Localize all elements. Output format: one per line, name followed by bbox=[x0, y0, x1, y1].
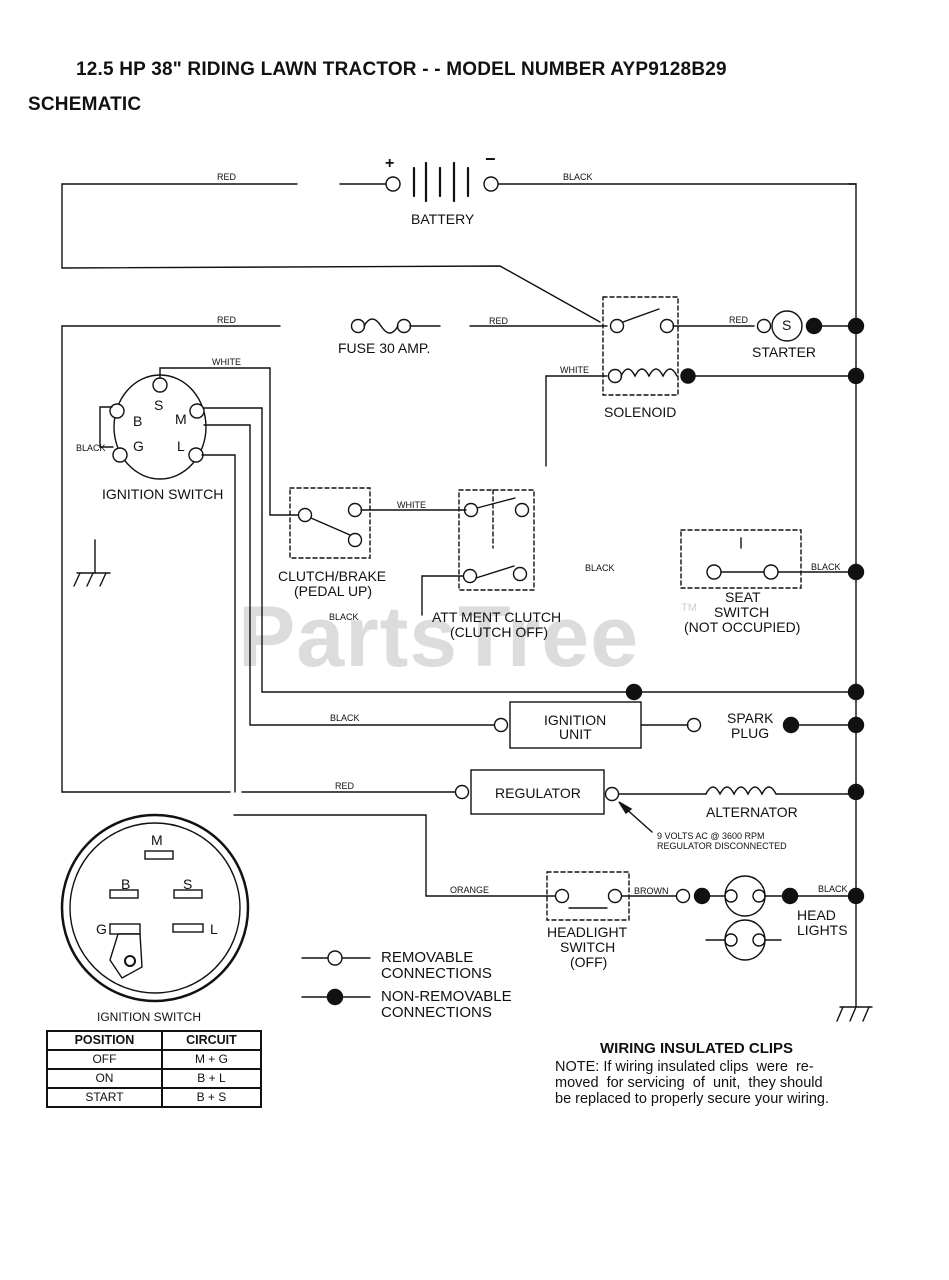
alternator-label: ALTERNATOR bbox=[706, 804, 798, 820]
solenoid-box bbox=[602, 296, 679, 396]
legend-non-removable-2: CONNECTIONS bbox=[381, 1004, 492, 1021]
wire-label-black-ground: BLACK bbox=[76, 443, 106, 453]
table-cell: M + G bbox=[160, 1049, 263, 1070]
wire-label-black-seat: BLACK bbox=[811, 562, 841, 572]
wire-label-white-switch: WHITE bbox=[212, 357, 241, 367]
head-lights-label-2: LIGHTS bbox=[797, 922, 848, 938]
clutch-brake-label-1: CLUTCH/BRAKE bbox=[278, 568, 387, 584]
wire-label-red-regulator: RED bbox=[335, 781, 355, 791]
spark-plug-label-2: PLUG bbox=[731, 725, 770, 741]
ignition-switch-label: IGNITION SWITCH bbox=[102, 486, 224, 502]
detail-terminal-b: B bbox=[121, 876, 131, 892]
fuse-label: FUSE 30 AMP. bbox=[338, 340, 431, 356]
legend-removable-2: CONNECTIONS bbox=[381, 965, 492, 982]
table-row: ON B + L bbox=[46, 1068, 263, 1089]
starter-label: STARTER bbox=[752, 344, 817, 360]
regulator-label: REGULATOR bbox=[495, 785, 581, 801]
ignition-terminal-g: G bbox=[133, 438, 144, 454]
table-cell: START bbox=[46, 1087, 163, 1108]
note-line-3: be replaced to properly secure your wiri… bbox=[555, 1091, 830, 1107]
alternator-note-1: 9 VOLTS AC @ 3600 RPM bbox=[657, 831, 765, 841]
wire-label-orange: ORANGE bbox=[450, 885, 490, 895]
diagram-title: 12.5 HP 38" RIDING LAWN TRACTOR - - MODE… bbox=[76, 59, 727, 80]
diagram-subtitle: SCHEMATIC bbox=[28, 94, 142, 115]
attachment-clutch-label-2: (CLUTCH OFF) bbox=[450, 624, 548, 640]
table-cell: OFF bbox=[46, 1049, 163, 1070]
ignition-terminal-l: L bbox=[177, 438, 185, 454]
ignition-unit-label-1: IGNITION bbox=[544, 712, 607, 728]
watermark: PartsTree bbox=[238, 589, 640, 685]
legend-removable-1: REMOVABLE bbox=[381, 949, 474, 966]
wire-label-red-battery: RED bbox=[217, 172, 237, 182]
position-table: POSITION CIRCUIT OFF M + G ON B + L STAR… bbox=[46, 1030, 263, 1108]
seat-switch-box bbox=[680, 529, 802, 589]
headlight-switch-label-2: SWITCH bbox=[560, 939, 616, 955]
attachment-clutch-label-1: ATT MENT CLUTCH bbox=[432, 609, 562, 625]
ignition-terminal-m: M bbox=[175, 411, 187, 427]
ignition-switch-detail bbox=[60, 813, 250, 1003]
detail-terminal-s: S bbox=[183, 876, 193, 892]
battery-symbol bbox=[385, 161, 499, 203]
detail-terminal-l: L bbox=[210, 921, 218, 937]
note-line-2: moved for servicing of unit, they should bbox=[555, 1075, 823, 1091]
note-line-1: NOTE: If wiring insulated clips were re- bbox=[555, 1059, 814, 1075]
headlight-lower bbox=[724, 919, 766, 961]
clutch-brake-box bbox=[289, 487, 371, 559]
ignition-unit-label-2: UNIT bbox=[559, 726, 592, 742]
clutch-brake-label-2: (PEDAL UP) bbox=[294, 583, 373, 599]
headlight-upper bbox=[724, 875, 766, 917]
regulator-box bbox=[470, 769, 605, 815]
spark-plug-label-1: SPARK bbox=[727, 710, 774, 726]
seat-switch-label-2: SWITCH bbox=[714, 604, 770, 620]
legend-non-removable-1: NON-REMOVABLE bbox=[381, 988, 512, 1005]
seat-switch-label-3: (NOT OCCUPIED) bbox=[684, 619, 801, 635]
watermark-tm: TM bbox=[681, 602, 697, 614]
wire-label-black-mid: BLACK bbox=[585, 563, 615, 573]
ignition-terminal-b: B bbox=[133, 413, 143, 429]
starter-terminal-s: S bbox=[782, 317, 792, 333]
wire-label-black-battery: BLACK bbox=[563, 172, 593, 182]
wire-label-black-clutch: BLACK bbox=[329, 612, 359, 622]
table-header-circuit: CIRCUIT bbox=[160, 1030, 263, 1051]
fuse-symbol bbox=[350, 318, 412, 334]
table-row: START B + S bbox=[46, 1087, 263, 1108]
wire-label-black-ignition-unit: BLACK bbox=[330, 713, 360, 723]
headlight-switch-label-1: HEADLIGHT bbox=[547, 924, 628, 940]
alternator-note-2: REGULATOR DISCONNECTED bbox=[657, 841, 787, 851]
head-lights-label-1: HEAD bbox=[797, 907, 836, 923]
table-cell: B + S bbox=[160, 1087, 263, 1108]
solenoid-label: SOLENOID bbox=[604, 404, 677, 420]
wire-label-brown: BROWN bbox=[634, 886, 669, 896]
headlight-switch-label-3: (OFF) bbox=[570, 954, 608, 970]
table-row: OFF M + G bbox=[46, 1049, 263, 1070]
wire-label-red-solenoid: RED bbox=[489, 316, 509, 326]
starter-symbol bbox=[771, 310, 803, 342]
wire-label-white-clutch: WHITE bbox=[397, 500, 426, 510]
detail-terminal-m: M bbox=[151, 832, 163, 848]
detail-terminal-g: G bbox=[96, 921, 107, 937]
wire-label-white-solenoid: WHITE bbox=[560, 365, 589, 375]
wire-label-red-starter: RED bbox=[729, 315, 749, 325]
ignition-detail-caption: IGNITION SWITCH bbox=[97, 1010, 201, 1024]
wire-label-red-fuse: RED bbox=[217, 315, 237, 325]
table-cell: ON bbox=[46, 1068, 163, 1089]
attachment-clutch-box bbox=[458, 489, 535, 591]
headlight-switch-box bbox=[546, 871, 630, 921]
battery-minus-sign: − bbox=[485, 149, 496, 169]
table-cell: B + L bbox=[160, 1068, 263, 1089]
wire-label-black-lights: BLACK bbox=[818, 884, 848, 894]
battery-label: BATTERY bbox=[411, 211, 475, 227]
note-heading: WIRING INSULATED CLIPS bbox=[600, 1040, 794, 1057]
alternator-coil bbox=[705, 786, 777, 796]
table-header-row: POSITION CIRCUIT bbox=[46, 1030, 263, 1051]
battery-plus-sign: + bbox=[385, 155, 395, 172]
table-header-position: POSITION bbox=[46, 1030, 163, 1051]
ignition-terminal-s: S bbox=[154, 397, 164, 413]
seat-switch-label-1: SEAT bbox=[725, 589, 761, 605]
